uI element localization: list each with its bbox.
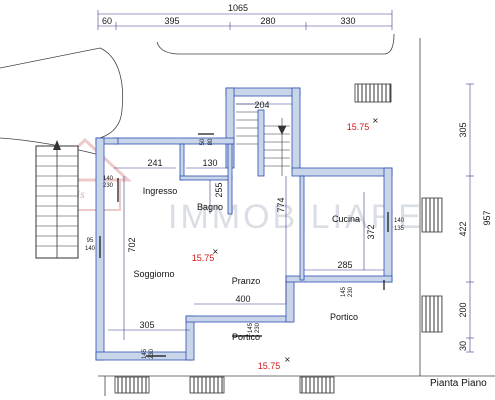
opening-portico-door-top: 145 [248, 322, 254, 333]
dim-305: 305 [139, 320, 154, 330]
opening-cucina-bottom: 135 [394, 226, 405, 232]
level-center: 15.75 [192, 253, 215, 263]
dim-285: 285 [337, 260, 352, 270]
dim-241: 241 [147, 158, 162, 168]
room-pranzo: Pranzo [232, 276, 261, 286]
dim-top-total: 1065 [228, 3, 248, 13]
dim-774: 774 [276, 197, 286, 212]
opening-soggiorno-door-bottom: 230 [149, 348, 155, 359]
dim-255: 255 [214, 182, 224, 197]
room-bagno: Bagno [197, 202, 223, 212]
dim-top-seg-1: 60 [102, 16, 112, 26]
room-portico-right: Portico [330, 312, 358, 322]
openings [99, 133, 389, 357]
opening-soggiorno-bottom: 140 [85, 246, 96, 252]
dim-130: 130 [202, 158, 217, 168]
opening-cucina-top: 140 [394, 218, 405, 224]
opening-portico-door-bottom: 230 [255, 322, 261, 333]
opening-soggiorno-top: 95 [87, 238, 94, 244]
level-marker-icon: ⨯ [212, 247, 219, 256]
dim-right-2: 422 [458, 221, 468, 236]
opening-ingresso-top: 140 [103, 176, 114, 182]
opening-soggiorno-door-top: 145 [142, 348, 148, 359]
level-top-right: 15.75 [347, 122, 370, 132]
opening-ingresso-bottom: 230 [103, 183, 114, 189]
dim-372: 372 [366, 224, 376, 239]
site-outline [0, 33, 495, 396]
dim-stair-width: 204 [254, 100, 269, 110]
room-soggiorno: Soggiorno [133, 269, 174, 279]
dim-400: 400 [235, 294, 250, 304]
dim-top-seg-3: 280 [260, 16, 275, 26]
level-marker-icon: ⨯ [372, 116, 379, 125]
dim-right-1: 305 [458, 122, 468, 137]
opening-bagno-bottom: 80 [208, 138, 214, 145]
level-marker-icon: ⨯ [284, 355, 291, 364]
opening-portico-right-top: 145 [341, 286, 347, 297]
grates [114, 83, 443, 394]
dim-top-seg-4: 330 [340, 16, 355, 26]
level-bottom: 15.75 [258, 361, 281, 371]
dim-right-total: 957 [482, 210, 492, 225]
dim-702: 702 [127, 237, 137, 252]
plan-title: Pianta Piano [430, 378, 487, 389]
opening-portico-right-bottom: 230 [348, 286, 354, 297]
dim-top-seg-2: 395 [164, 16, 179, 26]
room-portico-bottom: Portico [232, 332, 260, 342]
room-ingresso: Ingresso [143, 186, 178, 196]
dim-right-3: 200 [458, 302, 468, 317]
dimension-lines [97, 10, 474, 353]
stairs-icon [35, 140, 79, 259]
dim-right-4: 30 [458, 341, 468, 351]
opening-bagno-top: 50 [200, 138, 206, 145]
room-cucina: Cucina [332, 214, 360, 224]
